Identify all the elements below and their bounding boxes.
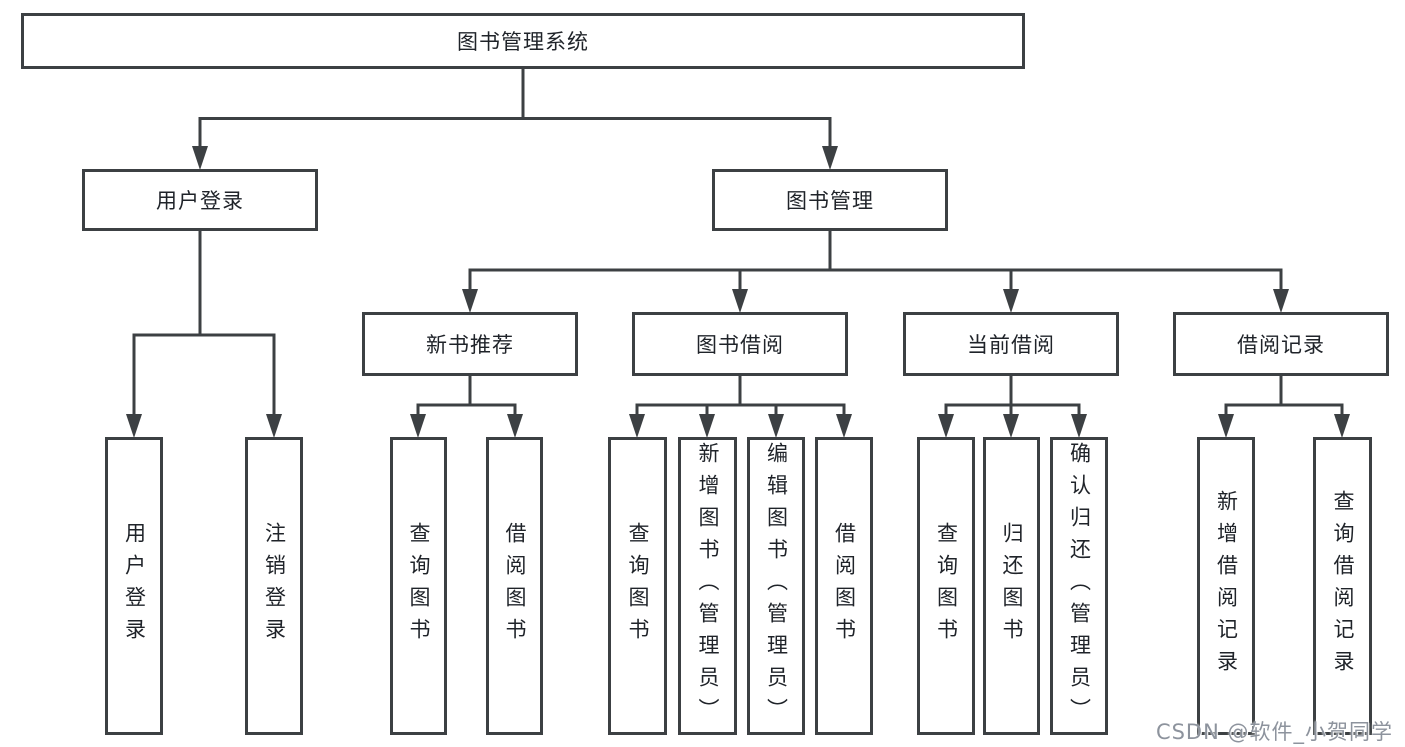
leaf-borrowing-add-books-label: 新增图书（管理员） — [696, 442, 720, 730]
node-user-login: 用户登录 — [82, 169, 318, 231]
leaf-borrowing-borrow-books-label: 借阅图书 — [832, 522, 857, 650]
leaf-user-login-label: 用户登录 — [122, 522, 147, 650]
leaf-current-query-books: 查询图书 — [917, 437, 975, 735]
leaf-recommend-borrow-books: 借阅图书 — [486, 437, 543, 735]
node-book-management: 图书管理 — [712, 169, 948, 231]
watermark: CSDN @软件_小贺同学 — [1155, 720, 1393, 744]
leaf-borrowing-edit-books: 编辑图书（管理员） — [747, 437, 805, 735]
leaf-records-query-record: 查询借阅记录 — [1313, 437, 1372, 735]
node-new-book-recommend: 新书推荐 — [362, 312, 578, 376]
arrowheads — [126, 146, 1350, 438]
leaf-user-login: 用户登录 — [105, 437, 163, 735]
leaf-records-add-record-label: 新增借阅记录 — [1214, 490, 1239, 682]
leaf-current-confirm-return-label: 确认归还（管理员） — [1067, 442, 1092, 730]
leaf-current-query-books-label: 查询图书 — [934, 522, 959, 650]
leaf-recommend-query-books-label: 查询图书 — [407, 522, 431, 650]
leaf-borrowing-add-books: 新增图书（管理员） — [678, 437, 737, 735]
leaf-logout: 注销登录 — [245, 437, 303, 735]
leaf-current-confirm-return: 确认归还（管理员） — [1050, 437, 1108, 735]
leaf-logout-label: 注销登录 — [262, 522, 287, 650]
node-root-system: 图书管理系统 — [21, 13, 1025, 69]
leaf-borrowing-edit-books-label: 编辑图书（管理员） — [764, 442, 789, 730]
leaf-current-return-books: 归还图书 — [983, 437, 1040, 735]
leaf-borrowing-query-books-label: 查询图书 — [626, 522, 650, 650]
leaf-records-query-record-label: 查询借阅记录 — [1331, 490, 1355, 682]
leaf-recommend-borrow-books-label: 借阅图书 — [503, 522, 527, 650]
node-borrowing-records: 借阅记录 — [1173, 312, 1389, 376]
node-book-borrowing: 图书借阅 — [632, 312, 848, 376]
leaf-borrowing-borrow-books: 借阅图书 — [815, 437, 873, 735]
leaf-borrowing-query-books: 查询图书 — [608, 437, 667, 735]
leaf-current-return-books-label: 归还图书 — [1000, 522, 1024, 650]
leaf-recommend-query-books: 查询图书 — [390, 437, 447, 735]
leaf-records-add-record: 新增借阅记录 — [1197, 437, 1255, 735]
node-current-borrowing: 当前借阅 — [903, 312, 1119, 376]
